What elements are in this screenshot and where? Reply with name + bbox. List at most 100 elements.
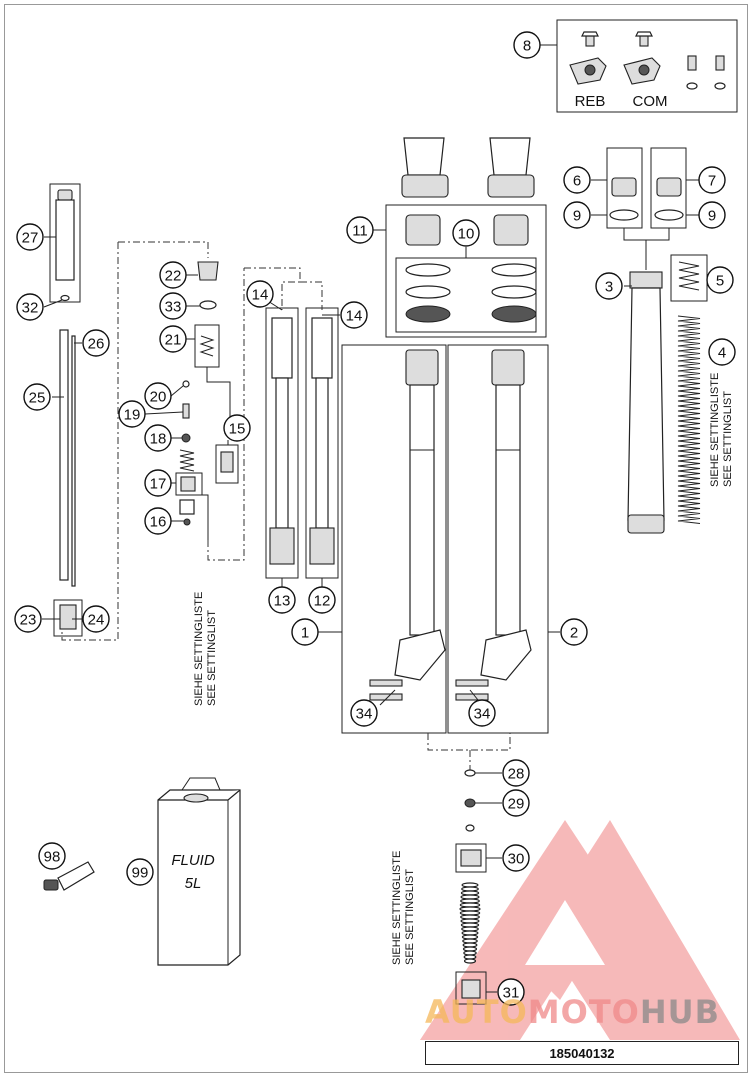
callout-number: 26 <box>88 336 105 353</box>
callout-number: 11 <box>352 223 368 240</box>
setting-note-spring: SIEHE SETTINGLISTE SEE SETTINGLIST <box>709 373 734 487</box>
callout-c17: 17 <box>144 469 172 497</box>
callout-number: 34 <box>356 706 373 723</box>
callout-c19: 19 <box>118 400 146 428</box>
callout-c6: 6 <box>563 166 591 194</box>
spring-frame-5 <box>670 254 708 302</box>
base-frame-31 <box>455 971 487 1005</box>
setting-note-bottom: SIEHE SETTINGLISTE SEE SETTINGLIST <box>391 851 416 965</box>
outer-tube-3 <box>627 271 665 534</box>
callout-c24: 24 <box>82 605 110 633</box>
shim-stack <box>459 882 481 964</box>
callout-c20: 20 <box>144 382 172 410</box>
callout-number: 22 <box>165 268 182 285</box>
tool-frame-27 <box>49 183 81 303</box>
valve-15 <box>220 451 234 473</box>
callout-c14b: 14 <box>340 301 368 329</box>
callout-number: 32 <box>22 300 39 317</box>
callout-c5: 5 <box>706 266 734 294</box>
callout-c32: 32 <box>16 293 44 321</box>
callout-number: 9 <box>708 208 716 225</box>
watermark-auto: AUTO <box>425 993 528 1031</box>
callout-c10: 10 <box>452 219 480 247</box>
callout-number: 33 <box>165 299 182 316</box>
callout-c9b: 9 <box>698 201 726 229</box>
adjuster-com <box>623 31 661 85</box>
callout-c34a: 34 <box>350 699 378 727</box>
setting-note-middle: SIEHE SETTINGLISTE SEE SETTINGLIST <box>193 592 218 706</box>
callout-c11: 11 <box>346 216 374 244</box>
callout-c14a: 14 <box>246 280 274 308</box>
tool-27 <box>55 189 75 302</box>
setting-note-middle-de: SIEHE SETTINGLISTE <box>193 592 205 706</box>
oring-33 <box>199 300 217 310</box>
callout-c21: 21 <box>159 325 187 353</box>
callout-number: 1 <box>301 625 309 642</box>
adjuster-reb <box>569 31 607 85</box>
spring-4 <box>677 315 701 524</box>
rod-25 <box>59 329 76 587</box>
washer-20 <box>182 380 190 388</box>
callout-c33: 33 <box>159 292 187 320</box>
callout-number: 4 <box>718 345 726 362</box>
callout-c13: 13 <box>268 586 296 614</box>
fork-top-tubes <box>401 137 535 198</box>
spring-5 <box>678 261 700 291</box>
callout-number: 5 <box>716 273 724 290</box>
kit-frame-8 <box>556 19 738 113</box>
callout-number: 12 <box>314 593 331 610</box>
callout-c27: 27 <box>16 223 44 251</box>
callout-number: 31 <box>503 985 520 1002</box>
callout-c3: 3 <box>595 272 623 300</box>
setting-note-bottom-de: SIEHE SETTINGLISTE <box>391 851 403 965</box>
callout-number: 27 <box>22 230 39 247</box>
setting-note-spring-de: SIEHE SETTINGLISTE <box>709 373 721 487</box>
callout-number: 34 <box>474 706 491 723</box>
kit-screws <box>686 55 726 90</box>
piston-frame-17 <box>175 472 203 496</box>
callout-c7: 7 <box>698 166 726 194</box>
valve-30 <box>460 849 482 867</box>
callout-number: 14 <box>252 287 269 304</box>
piston-17 <box>180 476 196 492</box>
shim-16 <box>179 499 195 526</box>
callout-number: 16 <box>150 514 167 531</box>
callout-leaders <box>42 44 710 993</box>
nut-18 <box>181 433 191 443</box>
watermark-hub: HUB <box>639 993 721 1031</box>
seal-kit-frame-11 <box>385 204 547 338</box>
callout-number: 29 <box>508 796 525 813</box>
fork-caps <box>609 177 684 221</box>
fork-leg-2 <box>455 349 532 701</box>
callout-c8: 8 <box>513 31 541 59</box>
callout-number: 17 <box>150 476 167 493</box>
callout-number: 28 <box>508 766 525 783</box>
callout-number: 7 <box>708 173 716 190</box>
diagram-number-box: 185040132 <box>425 1041 739 1065</box>
setting-note-bottom-en: SEE SETTINGLIST <box>404 869 416 965</box>
washer-small <box>465 824 475 832</box>
can-volume-label: 5L <box>185 875 202 892</box>
callout-number: 25 <box>29 390 46 407</box>
callout-number: 3 <box>605 279 613 296</box>
piston-23 <box>59 604 77 630</box>
base-31 <box>461 979 481 999</box>
spring-stack-17 <box>179 449 195 472</box>
washer-28 <box>464 769 476 777</box>
watermark-moto: MOTO <box>527 993 640 1031</box>
setting-note-middle-en: SEE SETTINGLIST <box>206 610 218 706</box>
callout-number: 8 <box>523 38 531 55</box>
callout-number: 24 <box>88 612 105 629</box>
can-fluid-label: FLUID <box>171 852 215 869</box>
callout-c18: 18 <box>144 424 172 452</box>
seal-rings <box>405 214 537 323</box>
callout-number: 14 <box>346 308 363 325</box>
callout-c16: 16 <box>144 507 172 535</box>
callout-c2: 2 <box>560 618 588 646</box>
callout-c1: 1 <box>291 618 319 646</box>
pin-19 <box>182 403 190 419</box>
watermark-logo <box>420 820 740 1040</box>
